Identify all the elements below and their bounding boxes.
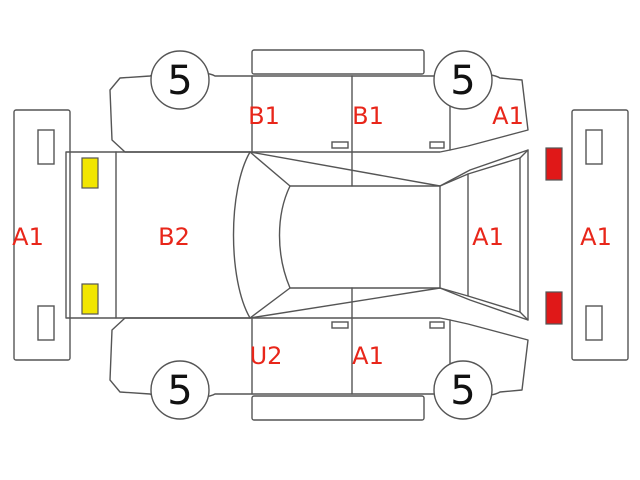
rear-right-lamp — [545, 291, 563, 325]
front-bumper — [13, 109, 71, 361]
code-front-bumper: A1 — [12, 223, 44, 251]
top-side-skirt — [251, 49, 425, 75]
code-rear-bumper: A1 — [580, 223, 612, 251]
bottom-side-skirt — [251, 395, 425, 421]
wheel-front-left-value: 5 — [167, 58, 192, 104]
code-trunk: A1 — [472, 223, 504, 251]
code-hood: B2 — [158, 223, 190, 251]
front-right-lamp — [81, 283, 99, 315]
wheel-rear-right: 5 — [433, 360, 493, 420]
wheel-front-right-value: 5 — [167, 368, 192, 414]
code-right-rear-door: A1 — [352, 342, 384, 370]
rear-left-lamp — [545, 147, 563, 181]
code-left-rear-fender: A1 — [492, 102, 524, 130]
wheel-front-right: 5 — [150, 360, 210, 420]
wheel-front-left: 5 — [150, 50, 210, 110]
code-right-front-door: U2 — [250, 342, 283, 370]
wheel-rear-left-value: 5 — [450, 58, 475, 104]
code-left-rear-door: B1 — [352, 102, 384, 130]
front-left-lamp — [81, 157, 99, 189]
wheel-rear-left: 5 — [433, 50, 493, 110]
rear-bumper — [571, 109, 629, 361]
wheel-rear-right-value: 5 — [450, 368, 475, 414]
code-left-front-door: B1 — [248, 102, 280, 130]
top-view-body — [65, 149, 529, 321]
